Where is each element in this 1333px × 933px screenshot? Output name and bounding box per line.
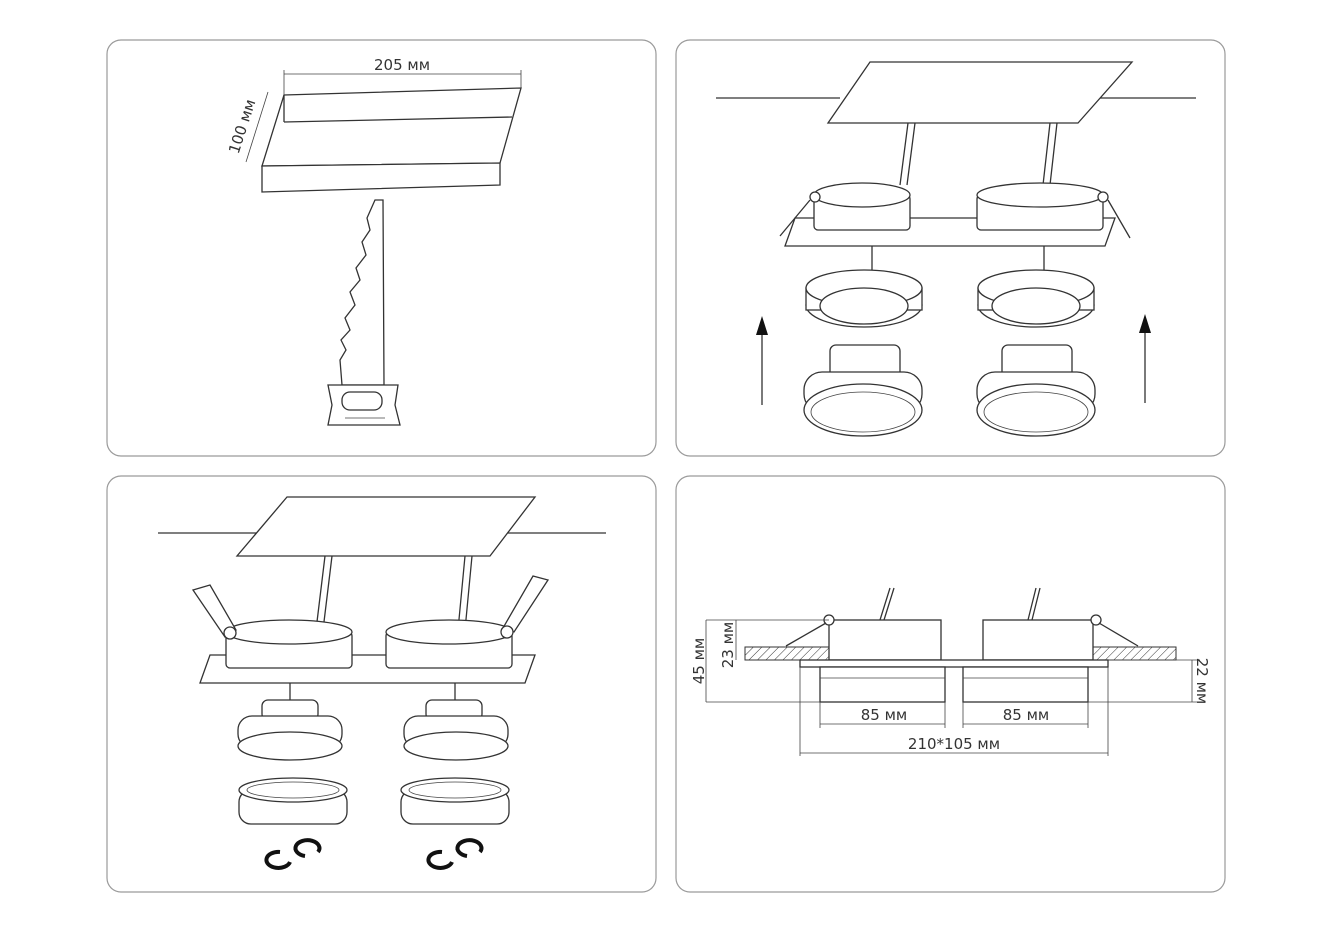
- cover-ring-left: [238, 777, 348, 825]
- ring-right: [977, 269, 1095, 328]
- total-height-label: 45 мм: [690, 638, 708, 685]
- lamp-right: [962, 666, 1089, 703]
- lamp-left: [803, 344, 923, 437]
- arrow-up-icon: [1139, 314, 1151, 403]
- lamp-right-width-label: 85 мм: [1003, 706, 1050, 724]
- lamp-right: [403, 699, 509, 761]
- dimension-width: 205 мм: [283, 56, 522, 95]
- lamp-left: [237, 699, 343, 761]
- visible-height-label: 22 мм: [1193, 658, 1211, 705]
- housing-right: [982, 619, 1094, 661]
- panel-dimensions: 45 мм 23 мм 22 мм 85 мм 85 мм 210*105 мм: [675, 475, 1226, 893]
- ceiling-plate: [826, 61, 1134, 124]
- panel-cut-hole: 205 мм 100 мм: [106, 39, 657, 457]
- ceiling-section-left: [744, 646, 830, 661]
- rotate-icon: [426, 838, 484, 870]
- arrow-up-icon: [756, 316, 768, 405]
- cover-ring-right: [400, 777, 510, 825]
- spring-clip-left: [191, 584, 237, 640]
- housing-left: [813, 182, 911, 231]
- frame-size-label: 210*105 мм: [908, 735, 1000, 753]
- ceiling-section-right: [1092, 646, 1177, 661]
- panel-twist-lock: [106, 475, 657, 893]
- housing-left: [828, 619, 942, 661]
- width-label: 205 мм: [374, 56, 430, 74]
- saw-icon: [327, 199, 401, 426]
- lamp-left-width-label: 85 мм: [861, 706, 908, 724]
- lamp-left: [819, 666, 946, 703]
- ceiling-cutout: [261, 87, 522, 193]
- housing-left: [225, 619, 353, 669]
- housing-right: [976, 182, 1104, 231]
- frame: [799, 659, 1109, 668]
- housing-right: [385, 619, 513, 669]
- panel-mount-frame: [675, 39, 1226, 457]
- rotate-icon: [264, 838, 322, 870]
- ceiling-plate: [235, 496, 537, 557]
- lamp-right: [976, 344, 1096, 437]
- spring-clip-right: [500, 575, 550, 639]
- recess-height-label: 23 мм: [719, 622, 737, 669]
- ring-left: [805, 269, 923, 328]
